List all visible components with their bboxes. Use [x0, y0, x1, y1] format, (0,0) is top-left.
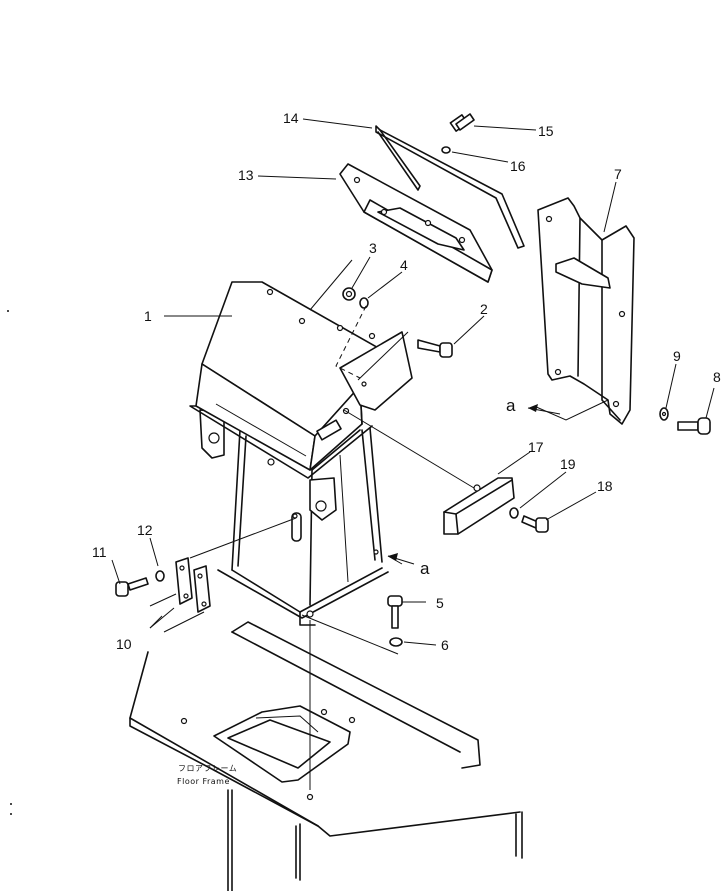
part-17-block	[443, 477, 515, 535]
callout-11: 11	[92, 544, 107, 560]
callout-5: 5	[436, 595, 444, 611]
callout-labels: 1 2 3 4 5 6 7 8 9 10 11 12 13 14 15 16 1…	[92, 110, 721, 653]
floor-frame-label-jp: フロアフレーム	[178, 764, 237, 773]
callout-16: 16	[510, 158, 526, 174]
callout-1: 1	[144, 308, 152, 324]
callout-15: 15	[538, 123, 554, 139]
callout-7: 7	[614, 166, 622, 182]
part-14-plate	[375, 125, 525, 249]
callout-8: 8	[713, 369, 721, 385]
reference-markers: a a	[420, 396, 516, 578]
pedestal	[199, 409, 389, 626]
floor-frame-label-en: Floor Frame	[177, 777, 230, 786]
floor-frame	[129, 621, 523, 891]
part-13-pad	[339, 163, 493, 283]
callout-4: 4	[400, 257, 408, 273]
callout-19: 19	[560, 456, 576, 472]
callout-2: 2	[480, 301, 488, 317]
fasteners	[115, 113, 711, 647]
callout-14: 14	[283, 110, 299, 126]
callout-6: 6	[441, 637, 449, 653]
callout-9: 9	[673, 348, 681, 364]
part-7-bracket	[537, 197, 635, 425]
callout-13: 13	[238, 167, 254, 183]
assembly-lines	[189, 259, 609, 790]
callout-17: 17	[528, 439, 544, 455]
marker-a-upper: a	[506, 396, 516, 415]
leader-lines	[111, 118, 715, 646]
callout-3: 3	[369, 240, 377, 256]
callout-10: 10	[116, 636, 132, 652]
marker-a-lower: a	[420, 559, 430, 578]
callout-18: 18	[597, 478, 613, 494]
callout-12: 12	[137, 522, 153, 538]
part-10-pads	[175, 557, 211, 613]
